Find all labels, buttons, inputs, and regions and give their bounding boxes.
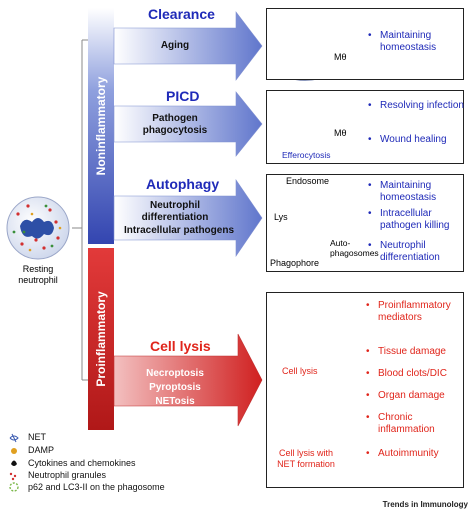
phagophore-label: Phagophore xyxy=(270,258,320,268)
proinflammatory-label: Proinflammatory xyxy=(94,291,108,387)
journal-logo: Trends in Immunology xyxy=(382,500,468,509)
resting-neutrophil-cell xyxy=(6,196,70,260)
granules-icon xyxy=(8,470,22,482)
autophagy-panel xyxy=(266,174,464,272)
cell-lysis-caption-1: Cell lysis xyxy=(282,366,318,376)
damp-icon xyxy=(8,445,22,457)
cell-lysis-arrow-label-1: Necroptosis xyxy=(146,368,204,379)
clearance-title: Clearance xyxy=(148,6,215,22)
cell-lysis-arrow-label-3: NETosis xyxy=(155,396,195,407)
picd-title: PICD xyxy=(166,88,200,104)
endosome-label: Endosome xyxy=(286,176,330,186)
noninflammatory-bar xyxy=(88,8,114,244)
resting-neutrophil-label-1: Resting xyxy=(22,264,54,274)
picd-arrow xyxy=(113,91,263,157)
efferocytosis-caption: Efferocytosis xyxy=(282,150,331,160)
autophagosomes-label: Auto- phagosomes xyxy=(330,238,379,258)
autophagy-title: Autophagy xyxy=(146,176,220,192)
cell-lysis-caption-2b: NET formation xyxy=(277,459,335,469)
cell-lysis-panel xyxy=(266,292,464,488)
lys-label: Lys xyxy=(274,212,288,222)
cell-lysis-title: Cell lysis xyxy=(150,338,211,354)
proinflammatory-bar xyxy=(88,248,114,430)
picd-mac-label: Mθ xyxy=(334,128,347,138)
clearance-mac-label: Mθ xyxy=(334,52,347,62)
autophagy-arrow-label-1: Neutrophil xyxy=(150,200,200,211)
picd-arrow-label-2: phagocytosis xyxy=(142,125,208,136)
autophagy-arrow-label-2: differentiation xyxy=(141,212,209,223)
noninflammatory-label: Noninflammatory xyxy=(94,76,108,176)
cell-lysis-caption-2a: Cell lysis with xyxy=(278,448,333,458)
legend-icons xyxy=(9,433,19,492)
clearance-arrow-label: Aging xyxy=(160,40,190,51)
net-icon xyxy=(8,432,22,444)
branch-lines xyxy=(72,39,90,381)
picd-panel xyxy=(266,90,464,164)
autophagy-arrow-label-3: Intracellular pathogens xyxy=(123,225,235,236)
cell-lysis-arrow-label-2: Pyroptosis xyxy=(149,382,201,393)
p62-ring-icon xyxy=(8,482,22,494)
clearance-arrow xyxy=(113,11,263,81)
resting-neutrophil-label-2: neutrophil xyxy=(18,275,58,285)
clearance-panel xyxy=(266,8,464,80)
cytokine-icon xyxy=(8,458,22,470)
picd-arrow-label-1: Pathogen xyxy=(152,113,198,124)
cell-lysis-arrow xyxy=(113,333,263,427)
autophagy-arrow xyxy=(113,179,263,257)
